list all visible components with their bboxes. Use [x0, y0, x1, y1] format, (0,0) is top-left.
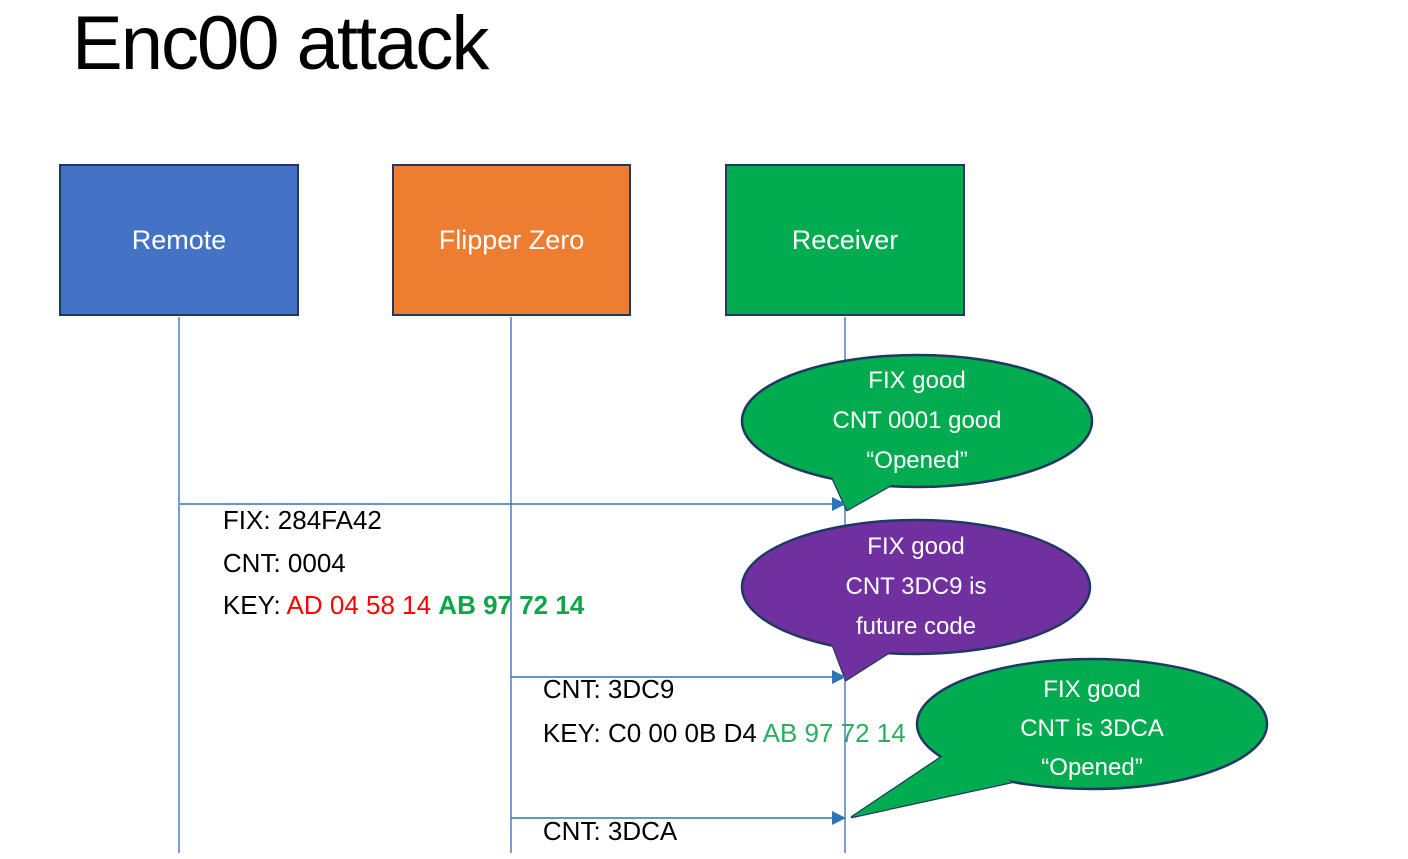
message-3-cnt-value: CNT: 3DCA	[542, 816, 678, 846]
message-3-cnt-line: CNT: 3DCA	[514, 780, 677, 859]
callout-tail-1	[830, 475, 895, 512]
callout-2-line-2: CNT 3DC9 is	[845, 573, 987, 600]
message-1-key-line: KEY: AD 04 58 14 AB 97 72 14	[194, 554, 584, 656]
message-1-key-label: KEY:	[222, 590, 287, 620]
message-2-cnt-value: CNT: 3DC9	[542, 674, 675, 704]
callout-3-line-3: “Opened”	[1041, 754, 1143, 781]
callout-2-text: FIX good CNT 3DC9 is future code	[741, 527, 1091, 647]
message-1-fix-line: FIX: 284FA42	[194, 469, 382, 571]
message-1-key-changed-part: AD 04 58 14	[286, 590, 439, 620]
callout-tail-2-patch	[832, 643, 893, 680]
callout-1-line-1: FIX good	[868, 367, 966, 394]
callout-1-text: FIX good CNT 0001 good “Opened”	[742, 361, 1092, 481]
message-1-fix-value: FIX: 284FA42	[222, 505, 382, 535]
arrowhead-icon	[832, 497, 846, 511]
callout-tail-1-patch	[832, 477, 893, 510]
message-2-key-fixed-part: AB 97 72 14	[762, 718, 906, 748]
callout-3-line-2: CNT is 3DCA	[1020, 715, 1164, 742]
actor-box-receiver: Receiver	[725, 164, 965, 316]
message-3-key-line: KEY: C0 02 8A 33 AB 97 72 14	[514, 823, 900, 859]
actor-box-remote: Remote	[59, 164, 299, 316]
actor-label-remote: Remote	[131, 224, 227, 255]
callout-tail-2	[830, 641, 895, 682]
message-1-cnt-line: CNT: 0004	[194, 512, 346, 614]
callout-3-line-1: FIX good	[1043, 676, 1141, 703]
actor-label-receiver: Receiver	[791, 224, 899, 255]
page-title: Enc00 attack	[72, 1, 489, 86]
actor-box-flipper-zero: Flipper Zero	[392, 164, 631, 316]
message-2-cnt-line: CNT: 3DC9	[514, 638, 674, 740]
callout-1-line-2: CNT 0001 good	[832, 407, 1002, 434]
callout-1-line-3: “Opened”	[866, 447, 968, 474]
message-2-key-line: KEY: C0 00 0B D4 AB 97 72 14	[514, 682, 906, 784]
message-2-key-label: KEY: C0 00 0B D4	[542, 718, 763, 748]
callout-2-line-3: future code	[855, 613, 977, 640]
actor-label-flipper-zero: Flipper Zero	[438, 224, 585, 255]
message-1-key-fixed-part: AB 97 72 14	[438, 590, 585, 620]
callout-3-text: FIX good CNT is 3DCA “Opened”	[917, 670, 1267, 787]
callout-2-line-1: FIX good	[867, 533, 965, 560]
message-1-cnt-value: CNT: 0004	[222, 548, 346, 578]
